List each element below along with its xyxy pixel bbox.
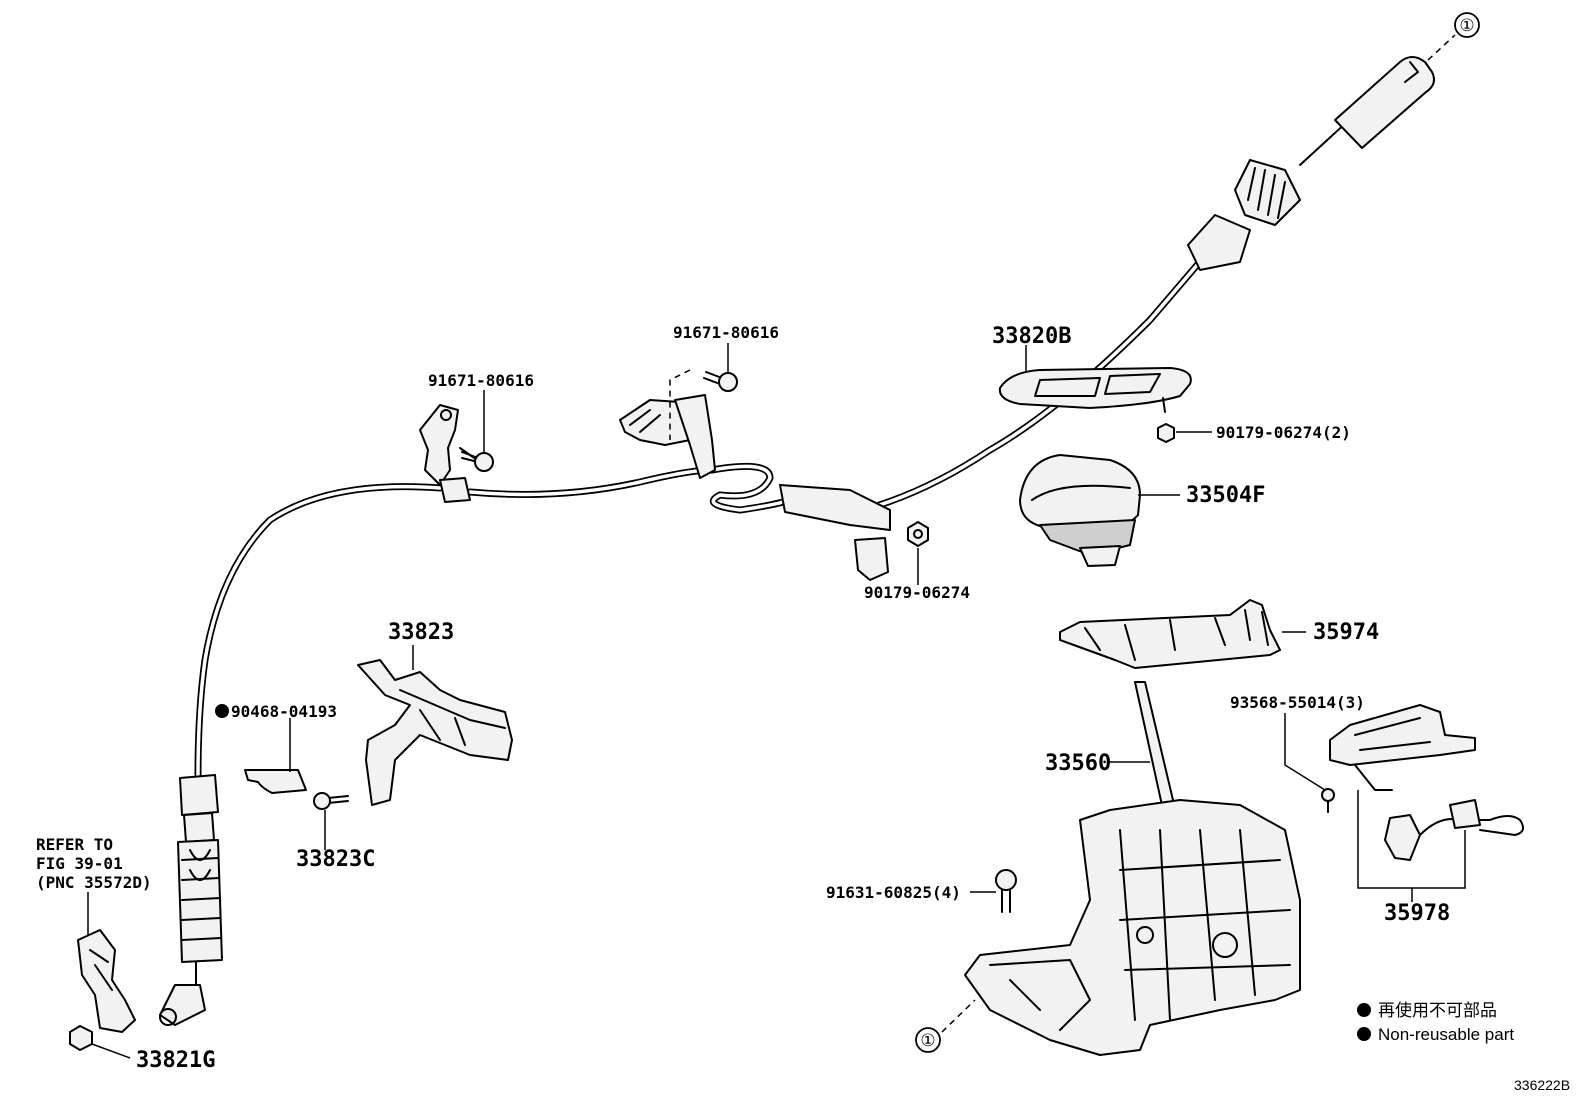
label-33823c: 33823C <box>296 847 375 872</box>
callout-marker-top: ① <box>1454 12 1480 38</box>
bolt-33823c <box>313 792 349 810</box>
part-35974-housing <box>1059 599 1281 669</box>
bolt-91671-top <box>703 371 738 392</box>
part-cable-end-bracket <box>77 929 136 1033</box>
leader-lines <box>87 343 1466 1059</box>
callout-marker-bottom: ① <box>915 1027 941 1053</box>
label-35974: 35974 <box>1313 620 1379 645</box>
label-33504f: 33504F <box>1186 483 1265 508</box>
label-90179-2: 90179-06274(2) <box>1216 423 1351 442</box>
part-35978-switch <box>1329 704 1525 861</box>
label-91631: 91631-60825(4) <box>826 883 961 902</box>
label-90468: 90468-04193 <box>231 702 337 721</box>
refer-line-1: REFER TO <box>36 835 113 854</box>
diagram-code: 336222B <box>1514 1077 1570 1093</box>
label-33560: 33560 <box>1045 751 1111 776</box>
legend-jp: 再使用不可部品 <box>1378 1000 1497 1020</box>
screw-93568 <box>1321 788 1335 813</box>
shift-cable-upper <box>866 56 1435 512</box>
legend-dot-icon-2 <box>1357 1027 1371 1041</box>
legend-dot-icon <box>1357 1003 1371 1017</box>
refer-line-3: (PNC 35572D) <box>36 873 152 892</box>
label-91671-top: 91671-80616 <box>673 323 779 342</box>
part-33820b-plate <box>998 367 1192 413</box>
svg-text:①: ① <box>1459 16 1474 35</box>
label-90179: 90179-06274 <box>864 583 970 602</box>
svg-text:①: ① <box>920 1031 935 1050</box>
label-35978: 35978 <box>1384 901 1450 926</box>
clip-90468 <box>244 769 307 794</box>
label-33823: 33823 <box>388 620 454 645</box>
part-33504f-knob <box>1019 454 1141 567</box>
refer-to-note: REFER TO FIG 39-01 (PNC 35572D) <box>36 835 152 892</box>
callout-dash-top <box>1427 34 1456 61</box>
callout-dash-bottom <box>941 999 976 1033</box>
shift-cable-lower <box>159 462 794 1026</box>
legend: 再使用不可部品 Non-reusable part <box>1357 1000 1514 1044</box>
nut-90179-2 <box>1157 423 1175 443</box>
label-91671-left: 91671-80616 <box>428 371 534 390</box>
bolt-91671-left <box>459 447 494 472</box>
legend-en: Non-reusable part <box>1378 1025 1514 1044</box>
label-33821g: 33821G <box>136 1048 215 1073</box>
label-93568: 93568-55014(3) <box>1230 693 1365 712</box>
cable-bracket-left <box>419 404 471 503</box>
bolt-91631 <box>995 869 1017 913</box>
label-90468-group: 90468-04193 <box>215 702 337 721</box>
part-33823-bracket <box>357 659 513 806</box>
nut-33821g <box>69 1025 93 1051</box>
label-33820b: 33820B <box>992 324 1071 349</box>
non-reusable-dot-icon <box>215 704 229 718</box>
cable-bracket-center <box>619 394 891 581</box>
bolt-position-dashes <box>669 369 691 440</box>
refer-line-2: FIG 39-01 <box>36 854 123 873</box>
part-shift-base <box>964 799 1301 1056</box>
nut-90179 <box>907 521 929 547</box>
